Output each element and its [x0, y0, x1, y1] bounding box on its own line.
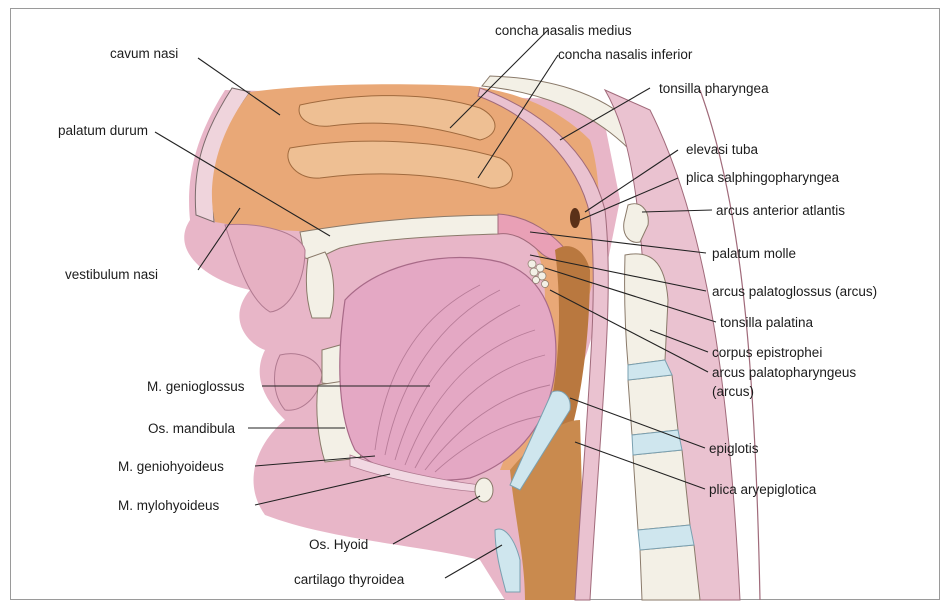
- label-elevasi-tuba: elevasi tuba: [686, 142, 759, 157]
- label-epiglotis: epiglotis: [709, 441, 759, 456]
- label-plica-salphingopharyngea: plica salphingopharyngea: [686, 170, 840, 185]
- label-tonsilla-pharyngea: tonsilla pharyngea: [659, 81, 769, 96]
- label-concha-nasalis-inferior: concha nasalis inferior: [558, 47, 693, 62]
- eustachian-tube-opening: [570, 208, 580, 228]
- label-arcus-anterior-atlantis: arcus anterior atlantis: [716, 203, 845, 218]
- upper-tooth: [306, 252, 333, 318]
- label-arcus-palatopharyngeus-line2: (arcus): [712, 384, 754, 399]
- label-vestibulum-nasi: vestibulum nasi: [65, 267, 158, 282]
- anatomy-illustration: [184, 76, 760, 600]
- hyoid-bone: [475, 478, 493, 502]
- label-os-hyoid: Os. Hyoid: [309, 537, 368, 552]
- label-os-mandibula: Os. mandibula: [148, 421, 236, 436]
- label-m-geniohyoideus: M. geniohyoideus: [118, 459, 224, 474]
- label-arcus-palatoglossus: arcus palatoglossus (arcus): [712, 284, 877, 299]
- label-corpus-epistrophei: corpus epistrophei: [712, 345, 822, 360]
- label-palatum-molle: palatum molle: [712, 246, 796, 261]
- label-cartilago-thyroidea: cartilago thyroidea: [294, 572, 405, 587]
- label-concha-nasalis-medius: concha nasalis medius: [495, 23, 632, 38]
- label-arcus-palatopharyngeus: arcus palatopharyngeus: [712, 365, 856, 380]
- label-m-mylohyoideus: M. mylohyoideus: [118, 498, 220, 513]
- label-cavum-nasi: cavum nasi: [110, 46, 178, 61]
- label-tonsilla-palatina: tonsilla palatina: [720, 315, 814, 330]
- label-m-genioglossus: M. genioglossus: [147, 379, 245, 394]
- label-palatum-durum: palatum durum: [58, 123, 148, 138]
- label-plica-aryepiglotica: plica aryepiglotica: [709, 482, 817, 497]
